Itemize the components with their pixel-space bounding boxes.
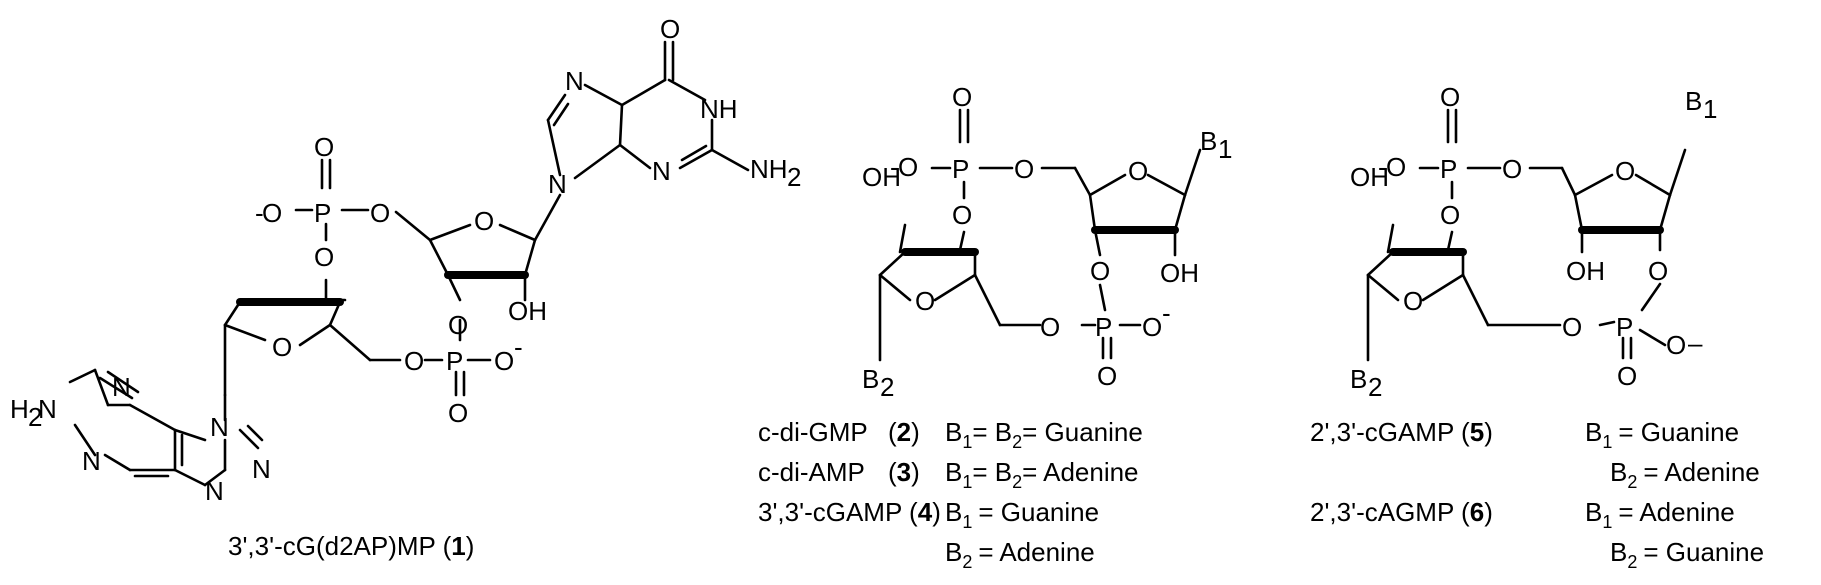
atom-o: O [1562,312,1582,342]
atom-o: O [448,398,468,428]
atom-oh: OH [1160,258,1199,288]
atom-o: O [314,132,334,162]
atom-minus: - [255,198,264,228]
atom-nh2: NH [750,154,788,184]
legend-row: B2= Adenine [945,537,1095,572]
atom-oh: OH [862,162,901,192]
atom-o: O [370,198,390,228]
atom-oh: OH [1350,162,1389,192]
atom-minus: - [1162,298,1171,328]
atom-o: O [1128,156,1148,186]
atom-nh: NH [700,94,738,124]
atom-o: O [1386,152,1406,182]
atom-p: P [952,154,969,184]
atom-b1: B [1685,86,1702,116]
atom-subscript: 2 [880,372,894,402]
atom-p: P [1095,312,1112,342]
atom-o: O [1502,154,1522,184]
atom-o: O [1090,256,1110,286]
atom-p: P [1616,312,1633,342]
atom-o: O [952,200,972,230]
atom-n: N [565,66,584,96]
legend-row: 2',3'-cGAMP (5)B1= Guanine [1310,417,1739,452]
atom-oh: OH [1566,256,1605,286]
atom-minus: - [514,332,523,362]
caption-close: ) [466,531,475,561]
atom-b2: B [1350,364,1367,394]
atom-o: O [494,346,514,376]
atom-o: O [272,332,292,362]
legend-row: B2= Adenine [1610,457,1760,492]
atom-o: O [404,346,424,376]
atom-subscript: 2 [787,162,801,192]
atom-o: O [262,198,282,228]
legend-compounds-2-4: c-di-GMP(2)B1= B2= Guanine c-di-AMP(3)B1… [758,417,1143,572]
atom-minus: – [1688,328,1703,358]
atom-n: N [210,412,229,442]
atom-o: O [660,14,680,44]
atom-o: O [1666,330,1686,360]
legend-compounds-5-6: 2',3'-cGAMP (5)B1= Guanine B2= Adenine 2… [1310,417,1764,572]
atom-o: O [1440,200,1460,230]
atom-minus: - [1378,152,1387,182]
atom-p: P [1440,154,1457,184]
atom-o: O [898,152,918,182]
legend-row: c-di-GMP(2)B1= B2= Guanine [758,417,1143,452]
atom-o: O [1403,286,1423,316]
svg-text:3',3'-cG(d2AP)MP (1): 3',3'-cG(d2AP)MP (1) [228,531,474,561]
atom-subscript: 2 [28,402,42,432]
atom-o: O [1097,361,1117,391]
atom-b1: B [1200,126,1217,156]
atom-o: O [1142,312,1162,342]
atom-h2n-tail: N [38,394,57,424]
atom-o: O [448,310,468,340]
atom-o: O [1014,154,1034,184]
atom-p: P [314,198,331,228]
atom-n: N [548,169,567,199]
atom-n: N [205,476,224,506]
atom-h2n: H [10,394,29,424]
atom-o: O [1615,156,1635,186]
atom-p: P [446,346,463,376]
compound-1-structure: - O P O O O O O P O - O O O OH N N O NH … [10,14,801,506]
atom-oh: OH [508,296,547,326]
atom-n: N [82,446,101,476]
atom-o: O [314,242,334,272]
atom-o: O [1617,361,1637,391]
atom-o: O [474,206,494,236]
atom-n: N [112,372,131,402]
atom-minus: - [890,152,899,182]
legend-row: 3',3'-cGAMP (4)B1= Guanine [758,497,1099,532]
atom-o: O [1648,256,1668,286]
legend-row: B2= Guanine [1610,537,1764,572]
caption-compound-1: 3',3'-cG(d2AP)MP (1) [228,531,474,561]
atom-o: O [915,286,935,316]
atom-n: N [252,454,271,484]
compounds-5-6-structure: OH - O P O O O O B 1 OH O O P O – O O B … [1350,82,1717,402]
atom-o: O [1040,312,1060,342]
compound-number: 1 [451,531,465,561]
atom-n: N [652,156,671,186]
atom-b2: B [862,364,879,394]
compound-name: 3',3'-cG(d2AP)MP ( [228,531,452,561]
atom-o: O [952,82,972,112]
atom-o: O [1440,82,1460,112]
atom-subscript: 1 [1703,94,1717,124]
legend-row: c-di-AMP(3)B1= B2= Adenine [758,457,1139,492]
atom-subscript: 1 [1218,134,1232,164]
atom-subscript: 2 [1368,372,1382,402]
legend-row: 2',3'-cAGMP (6)B1= Adenine [1310,497,1735,532]
compounds-2-4-structure: OH - O P O O O O B 1 OH O O P O - O O B … [862,82,1232,402]
